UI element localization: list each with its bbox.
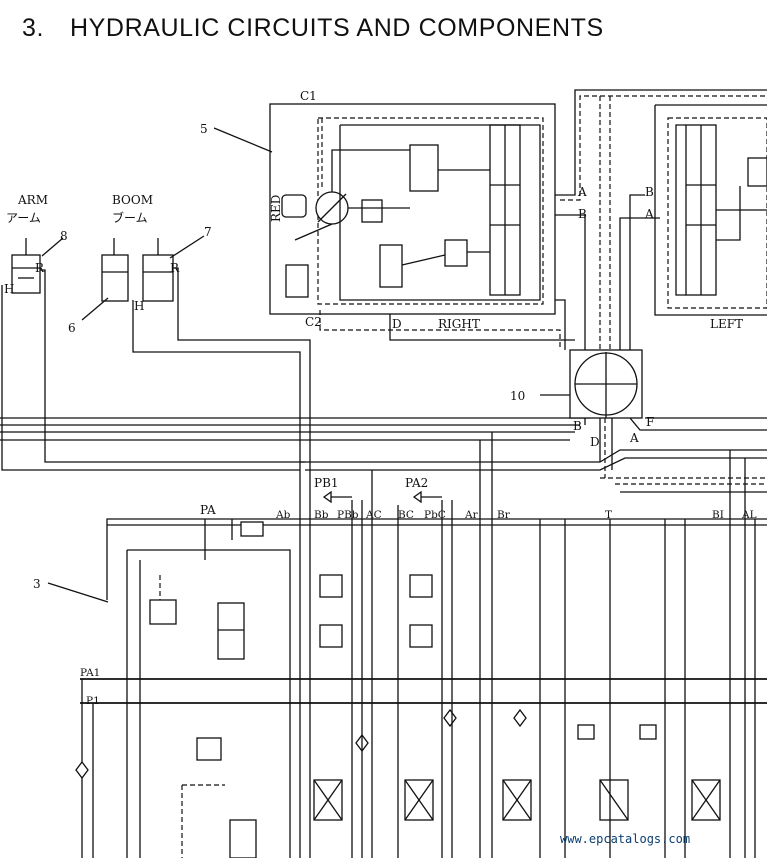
port-pbc: PbC xyxy=(424,509,446,521)
port-ab: Ab xyxy=(275,509,291,521)
right-motor-label: RIGHT xyxy=(438,317,480,331)
swivel-port-a: A xyxy=(629,431,639,445)
callout-5: 5 xyxy=(200,122,208,136)
callout-10: 10 xyxy=(510,389,525,403)
pa2-label: PA2 xyxy=(405,476,428,490)
port-ac: AC xyxy=(365,509,382,521)
center-swivel-joint xyxy=(569,349,767,478)
port-pbb: PBb xyxy=(337,509,359,521)
red-label: RED xyxy=(269,195,283,222)
port-r-arm: R xyxy=(35,261,45,275)
main-bus-lines xyxy=(0,417,767,493)
callout-7: 7 xyxy=(204,225,212,239)
port-b-right: B xyxy=(578,207,587,221)
leader-7 xyxy=(169,235,205,259)
leader-3 xyxy=(47,582,109,603)
section-heading: HYDRAULIC CIRCUITS AND COMPONENTS xyxy=(70,14,604,42)
swivel-port-d: D xyxy=(590,435,600,449)
swivel-port-b: B xyxy=(573,419,582,433)
section-number: 3. xyxy=(22,14,45,42)
arm-label: ARM xyxy=(17,193,48,207)
port-bc: BC xyxy=(398,509,414,521)
motor-block-left xyxy=(654,104,767,316)
boom-cylinder-left xyxy=(101,238,129,302)
port-lines xyxy=(319,89,767,350)
leader-8 xyxy=(41,237,64,257)
relief-valves xyxy=(75,521,264,858)
pa1-label: PA1 xyxy=(80,667,100,679)
port-br: Br xyxy=(497,509,511,521)
cylinder-hoses xyxy=(1,267,311,545)
boom-label: BOOM xyxy=(112,193,153,207)
section-title: 3. HYDRAULIC CIRCUITS AND COMPONENTS xyxy=(22,14,604,43)
port-ar: Ar xyxy=(464,509,479,521)
callout-8: 8 xyxy=(60,229,68,243)
boom-cylinder-right xyxy=(142,238,174,302)
spool-valves xyxy=(313,574,721,821)
watermark: www.epcatalogs.com xyxy=(560,832,691,846)
motor-block-right xyxy=(269,103,556,315)
port-c1: C1 xyxy=(300,89,317,103)
p1-label: P1 xyxy=(86,695,100,707)
pilot-lines xyxy=(299,432,756,858)
callout-6: 6 xyxy=(68,321,76,335)
port-c2: C2 xyxy=(305,315,322,329)
port-al: AL xyxy=(741,509,757,521)
port-h-boom: H xyxy=(134,299,144,313)
port-bl: BI xyxy=(712,509,724,521)
leader-5 xyxy=(213,127,273,153)
left-motor-label: LEFT xyxy=(710,317,743,331)
boom-label-jp: ブーム xyxy=(112,210,148,225)
port-d: D xyxy=(392,317,402,331)
pa-label: PA xyxy=(200,503,216,517)
arm-label-jp: アーム xyxy=(6,211,41,225)
port-a-right: A xyxy=(577,185,587,199)
swivel-port-f: F xyxy=(646,415,654,429)
port-a-left: A xyxy=(644,207,654,221)
pb1-label: PB1 xyxy=(314,476,339,490)
arm-cylinder xyxy=(11,238,41,294)
port-h-arm: H xyxy=(4,282,14,296)
port-t: T xyxy=(605,509,612,521)
control-valve-block xyxy=(80,518,767,858)
leader-6 xyxy=(81,297,109,321)
port-r-boom: R xyxy=(170,261,180,275)
port-bb: Bb xyxy=(314,509,329,521)
callout-3: 3 xyxy=(33,577,41,591)
port-b-left: B xyxy=(645,185,654,199)
